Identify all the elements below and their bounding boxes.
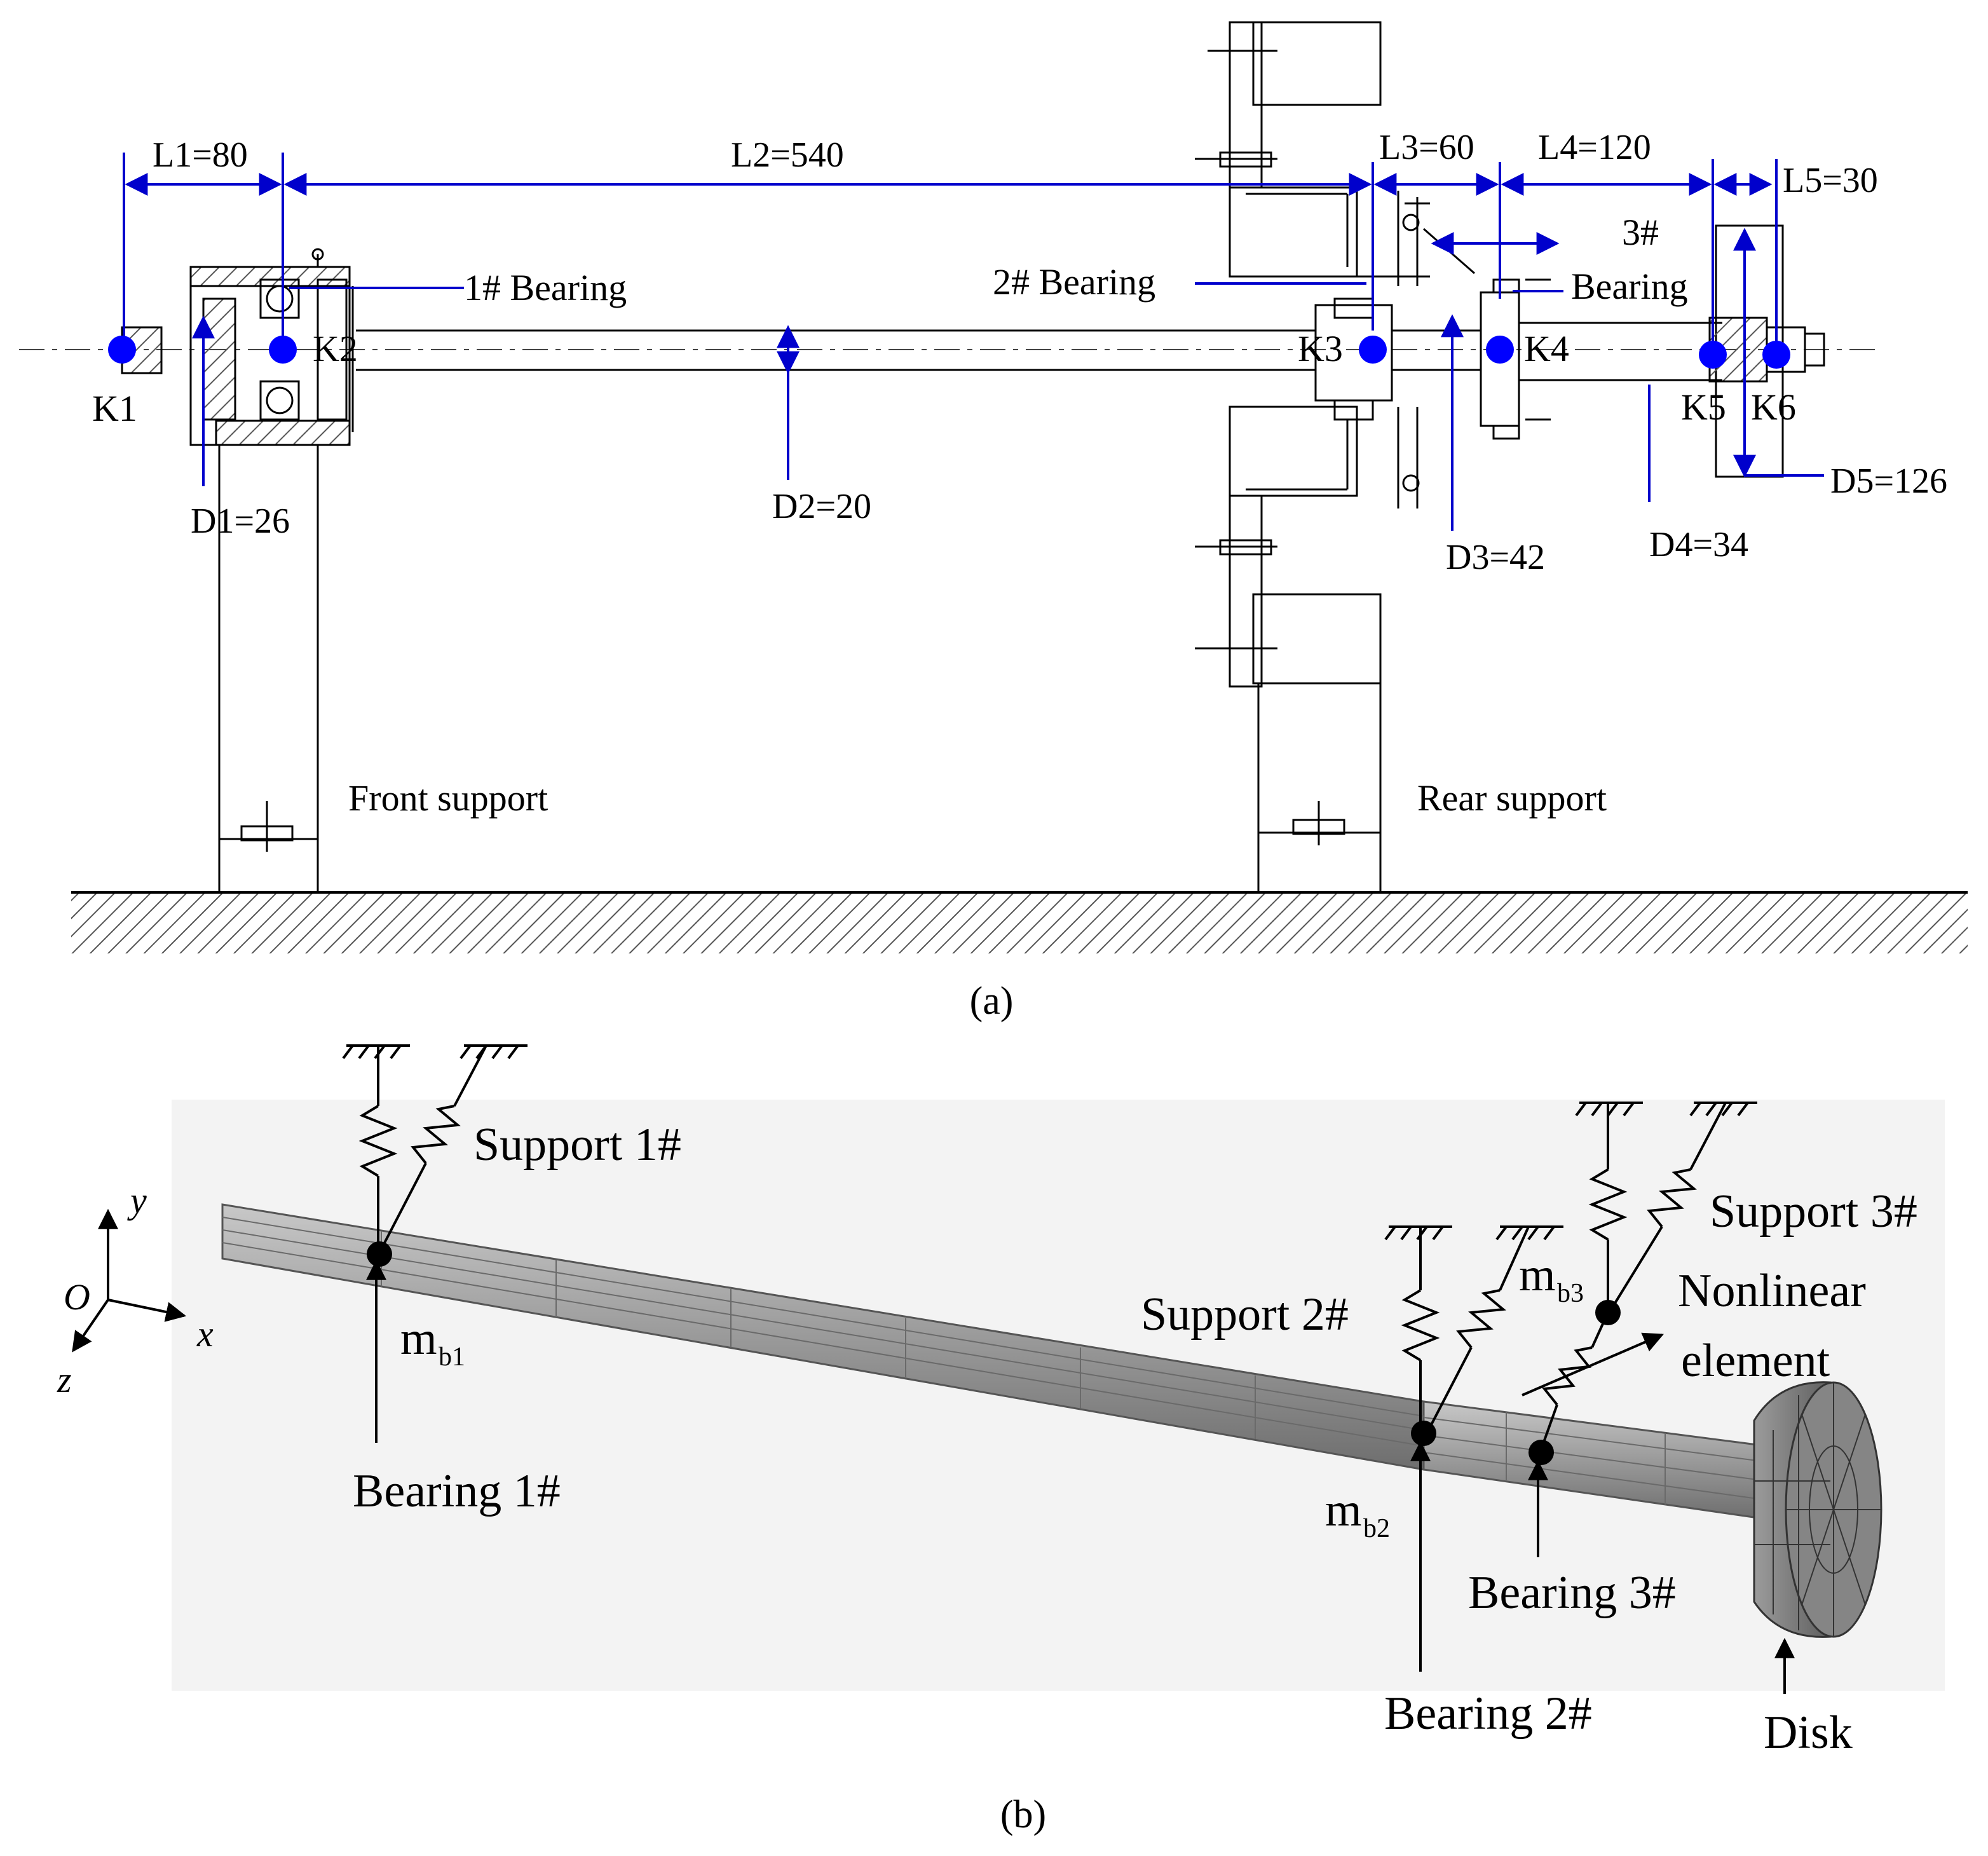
caption-a: (a) <box>970 979 1014 1023</box>
svg-text:b3: b3 <box>1557 1279 1584 1308</box>
label-front-support: Front support <box>348 777 548 819</box>
axis-x-label: x <box>196 1313 214 1354</box>
label-bearing-3-b: Bearing 3# <box>1468 1567 1676 1619</box>
support-2-springs <box>1384 1225 1563 1434</box>
svg-text:m: m <box>400 1313 437 1365</box>
node-k1 <box>108 336 136 364</box>
dim-d3: D3=42 <box>1446 538 1545 577</box>
dimension-lines <box>123 153 1824 531</box>
node-k2 <box>269 336 297 364</box>
mass-point-b3 <box>1595 1300 1621 1325</box>
label-k2: K2 <box>313 328 358 369</box>
label-mb1: m b1 <box>400 1313 465 1372</box>
node-k3 <box>1359 336 1387 364</box>
label-bearing-3-a-bottom: Bearing <box>1571 266 1688 307</box>
label-rear-support: Rear support <box>1417 777 1607 819</box>
axis-z-label: z <box>57 1359 72 1400</box>
node-k6 <box>1762 341 1790 369</box>
label-k5: K5 <box>1681 386 1726 428</box>
svg-text:m: m <box>1325 1484 1362 1536</box>
svg-text:b1: b1 <box>439 1342 465 1372</box>
node-k5 <box>1699 341 1727 369</box>
label-k6: K6 <box>1751 386 1796 428</box>
panel-b: O x y z Support 1# Support 2# Support 3#… <box>57 1044 1945 1836</box>
front-support-pillar <box>218 444 319 894</box>
label-bearing-1-a: 1# Bearing <box>464 267 627 308</box>
bearing-arrows <box>366 1259 1795 1694</box>
label-bearing-1-b: Bearing 1# <box>353 1465 561 1517</box>
caption-b: (b) <box>1000 1793 1046 1836</box>
label-nonlinear-line2: element <box>1681 1335 1830 1387</box>
label-nonlinear-line1: Nonlinear <box>1678 1265 1866 1317</box>
dim-d1: D1=26 <box>191 502 290 541</box>
dim-d4: D4=34 <box>1649 525 1748 564</box>
mass-points <box>367 1241 1621 1465</box>
label-disk: Disk <box>1764 1707 1853 1759</box>
axis-y-label: y <box>127 1180 147 1221</box>
shaft-a <box>356 322 1722 381</box>
label-bearing-2-a: 2# Bearing <box>993 261 1155 303</box>
node-points <box>108 336 1790 369</box>
mass-point-b1 <box>367 1241 392 1267</box>
label-mb2: m b2 <box>1325 1484 1390 1543</box>
label-bearing-3-a-top: 3# <box>1622 212 1659 253</box>
mass-point-bearing3 <box>1528 1440 1554 1465</box>
label-k3: K3 <box>1298 328 1343 369</box>
support-3-springs <box>1522 1102 1757 1450</box>
dim-l1: L1=80 <box>153 135 248 175</box>
mass-point-b2 <box>1411 1421 1436 1446</box>
label-bearing-2-b: Bearing 2# <box>1384 1688 1592 1740</box>
label-k1: K1 <box>92 388 137 429</box>
svg-text:b2: b2 <box>1363 1514 1390 1543</box>
dim-l2: L2=540 <box>731 135 844 175</box>
label-mb3: m b3 <box>1519 1249 1584 1308</box>
label-support-1: Support 1# <box>473 1119 681 1171</box>
dim-d2: D2=20 <box>772 487 871 526</box>
dim-l5: L5=30 <box>1783 161 1878 200</box>
axis-origin-label: O <box>64 1276 90 1318</box>
disk-b <box>1753 1381 1882 1638</box>
rear-support-pillar <box>1257 682 1382 894</box>
svg-text:m: m <box>1519 1249 1556 1301</box>
dim-l3: L3=60 <box>1379 128 1474 167</box>
label-k4: K4 <box>1524 328 1569 369</box>
dim-d5: D5=126 <box>1830 461 1947 501</box>
support-1-springs <box>342 1044 528 1252</box>
ground <box>71 891 1968 953</box>
dim-l4: L4=120 <box>1538 128 1651 167</box>
panel-a: L1=80 L2=540 L3=60 L4=120 L5=30 D1=26 D2… <box>19 21 1968 1023</box>
node-k4 <box>1486 336 1514 364</box>
coordinate-axes <box>72 1208 187 1353</box>
rear-housing <box>1195 21 1551 688</box>
label-support-3: Support 3# <box>1710 1185 1917 1238</box>
label-support-2: Support 2# <box>1141 1288 1349 1341</box>
